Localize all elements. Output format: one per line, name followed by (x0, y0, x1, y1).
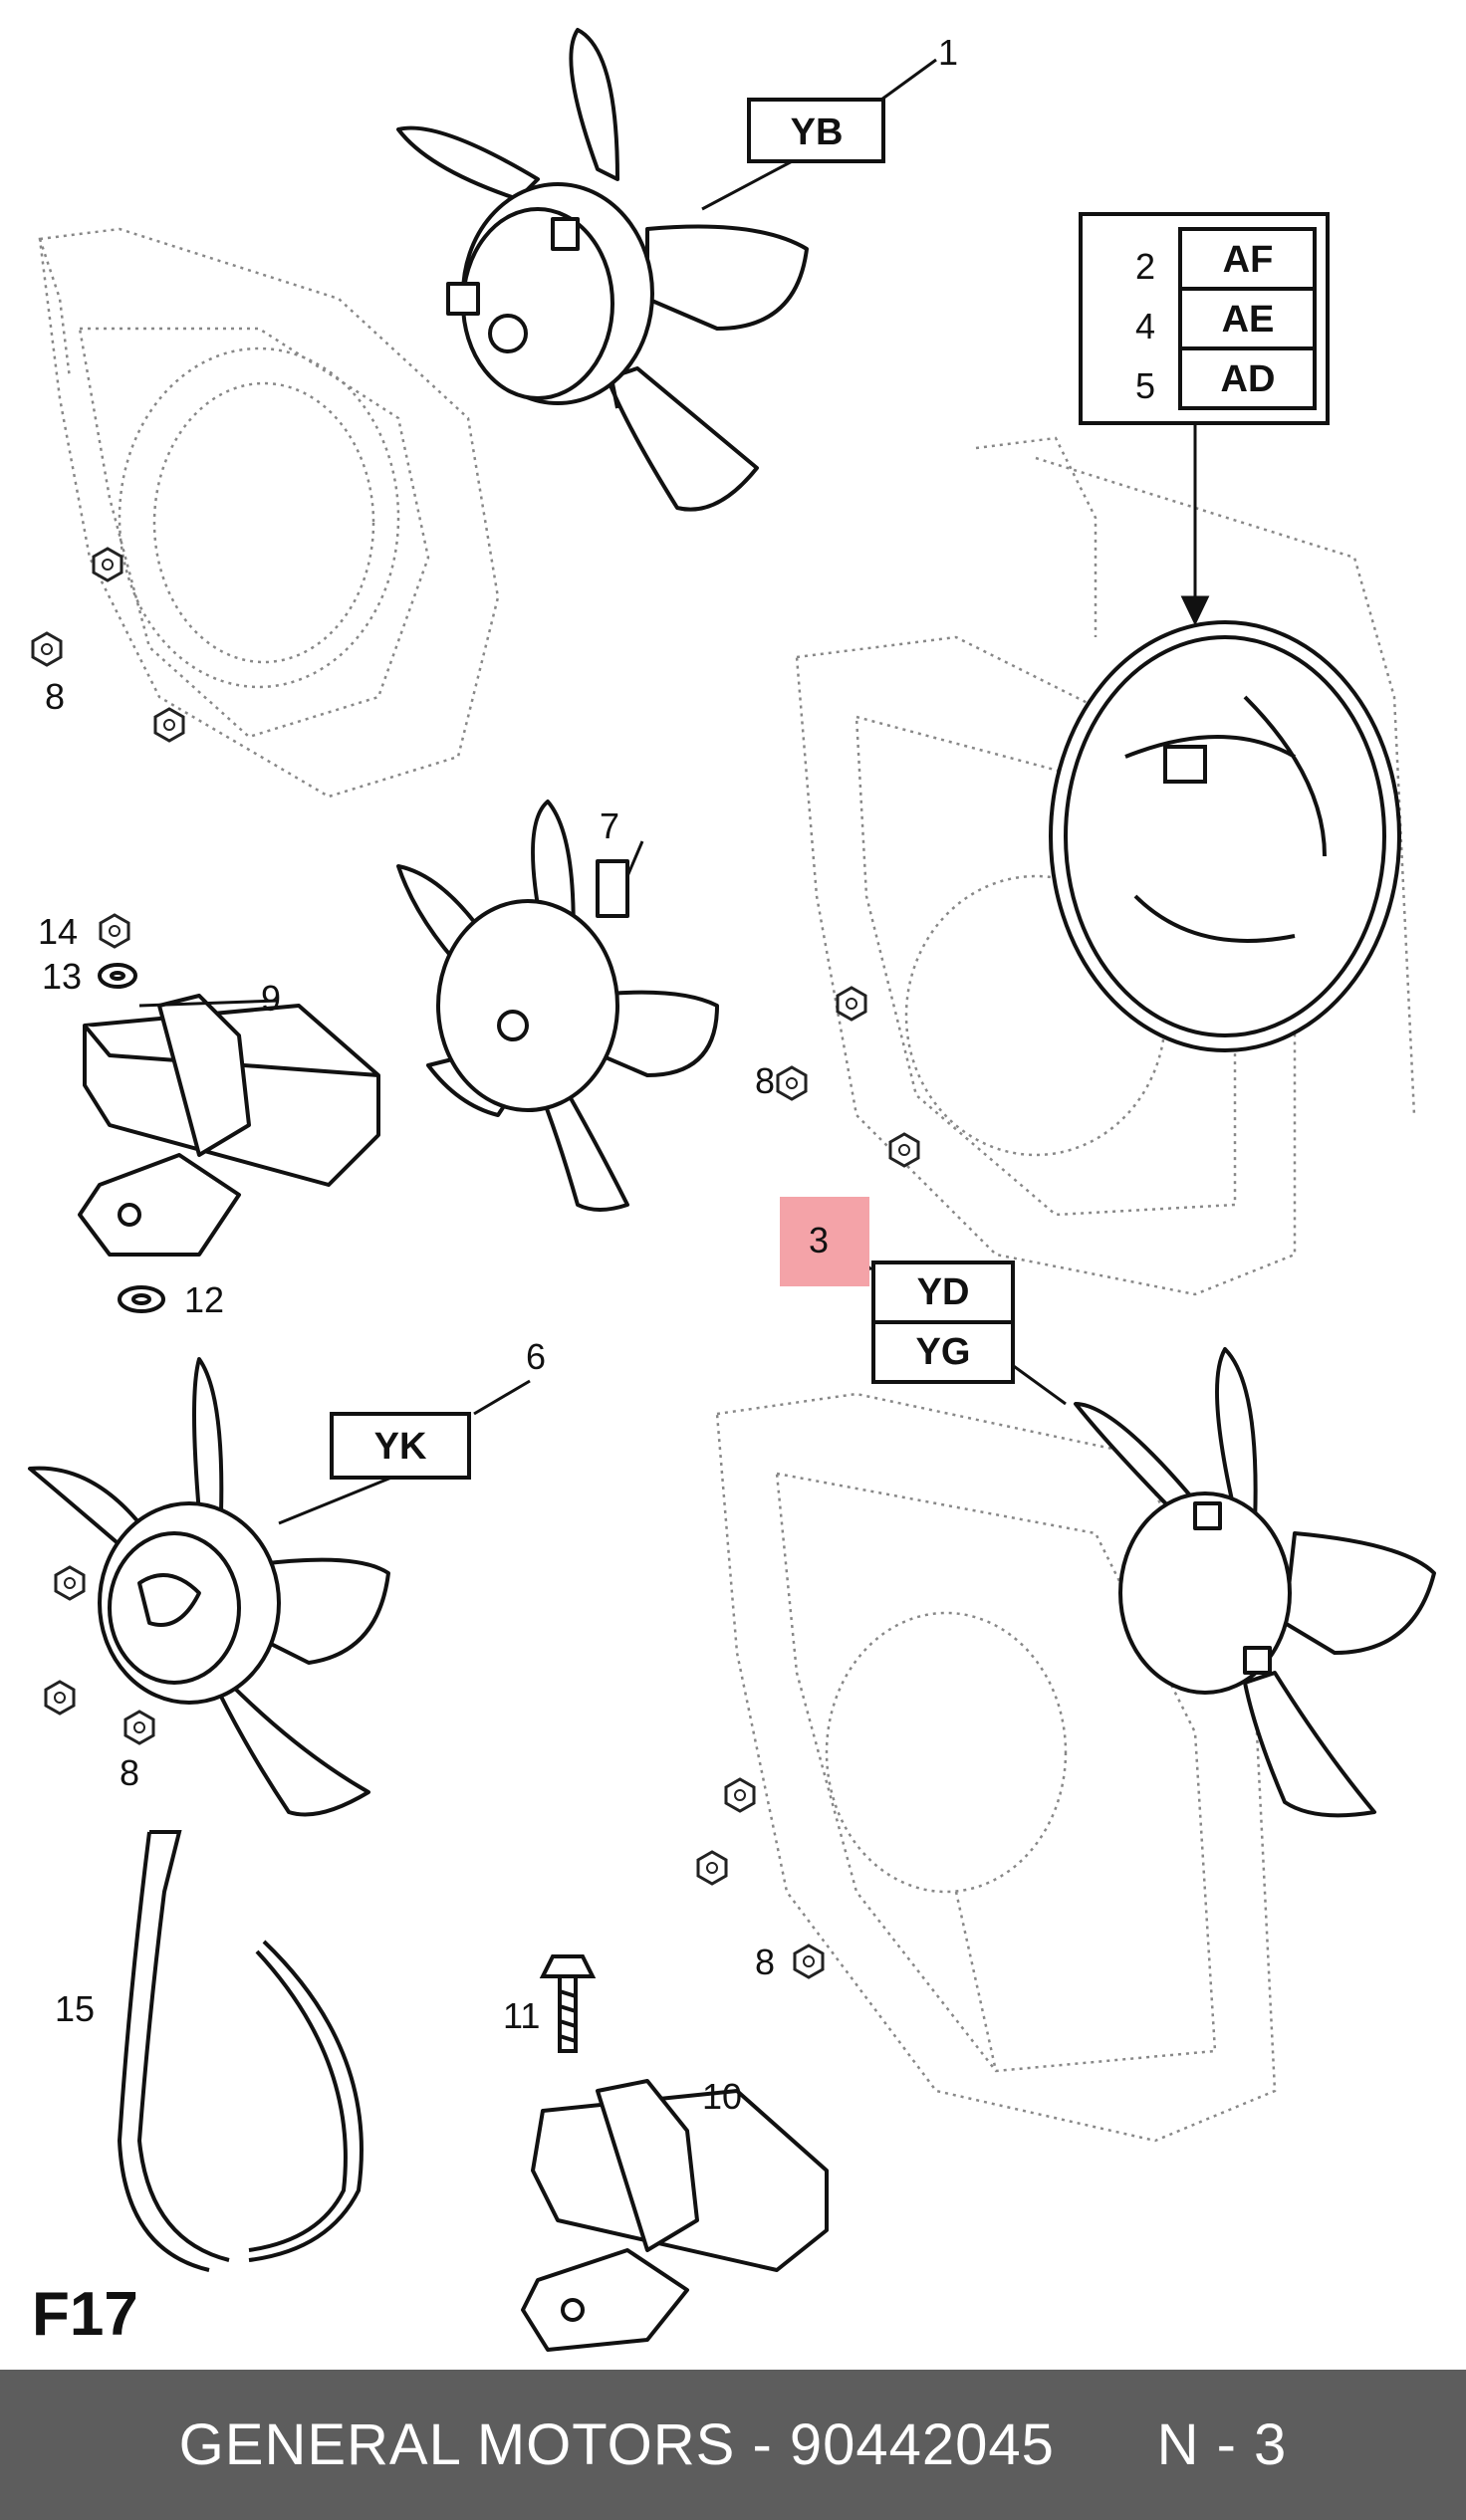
callout-12: 12 (184, 1279, 224, 1320)
nut-8-b1 (836, 986, 867, 1022)
code-yd: YD (917, 1271, 970, 1313)
nut-8-c2 (44, 1680, 76, 1716)
callout-8-a: 8 (45, 676, 65, 717)
code-ae: AE (1222, 299, 1275, 341)
callout-15: 15 (55, 1988, 95, 2029)
callout-1: 1 (938, 32, 958, 73)
shroud-top-left (38, 227, 500, 799)
callout-8-c: 8 (120, 1752, 139, 1793)
fan-assembly-6 (28, 1357, 390, 1817)
code-box-yk: YK (330, 1412, 471, 1480)
cable-tie-15 (117, 1830, 364, 2272)
code-box-af-ae-ad: AF AE AD 2 4 5 (1079, 212, 1330, 425)
callout-8-d: 8 (755, 1942, 775, 1982)
screw-11 (539, 1954, 597, 2053)
callout-2: 2 (1135, 246, 1155, 287)
callout-5: 5 (1135, 365, 1155, 406)
nut-8-b2 (776, 1065, 808, 1101)
code-yg: YG (916, 1331, 971, 1373)
callout-10: 10 (702, 2076, 742, 2117)
callout-8-b: 8 (755, 1060, 775, 1101)
callout-11: 11 (503, 1995, 540, 2036)
nut-8-d1 (724, 1777, 756, 1813)
fan-assembly-7 (396, 800, 719, 1212)
nut-8-a2 (31, 631, 63, 667)
code-af: AF (1223, 239, 1274, 281)
callout-14: 14 (38, 911, 78, 952)
shroud-right-2 (715, 1392, 1277, 2143)
nut-8-c3 (123, 1710, 155, 1745)
nut-8-d2 (696, 1850, 728, 1886)
resistor-9 (78, 994, 380, 1257)
nut-8-a1 (92, 547, 123, 582)
resistor-10 (521, 2079, 829, 2352)
fan-assembly-3 (1074, 1347, 1436, 1818)
nut-8-b3 (888, 1132, 920, 1168)
fan-assembly-large (1049, 620, 1401, 1052)
footer-ref: N - 3 (1156, 2412, 1288, 2477)
footer-bar: GENERAL MOTORS - 90442045 N - 3 (0, 2370, 1466, 2520)
parts-diagram: YB AF AE AD 2 4 5 YD YG YK 1 3 6 7 8 8 8… (28, 28, 1436, 2352)
footer-part-number: 90442045 (789, 2412, 1055, 2477)
nut-8-d3 (793, 1944, 825, 1979)
nut-14 (99, 913, 130, 949)
callout-9: 9 (261, 978, 281, 1019)
code-box-yb: YB (747, 98, 885, 163)
callout-4: 4 (1135, 306, 1155, 346)
code-ad: AD (1221, 358, 1276, 400)
washer-12 (118, 1285, 165, 1313)
sheet-code: F17 (32, 2280, 138, 2349)
washer-13 (98, 963, 137, 989)
highlight-callout-3 (780, 1197, 869, 1286)
callout-3: 3 (809, 1220, 829, 1260)
fan-assembly-1 (396, 28, 809, 512)
code-box-yd-yg: YD YG (871, 1260, 1015, 1384)
callout-13: 13 (42, 956, 82, 997)
code-yb: YB (791, 112, 844, 153)
nut-8-c1 (54, 1565, 86, 1601)
callout-7: 7 (600, 805, 619, 846)
code-yk: YK (374, 1426, 427, 1468)
footer-brand: GENERAL MOTORS (178, 2412, 736, 2477)
nut-8-a3 (153, 707, 185, 743)
footer-separator: - (735, 2412, 790, 2477)
footer-gap (1055, 2411, 1157, 2478)
callout-6: 6 (526, 1336, 546, 1377)
